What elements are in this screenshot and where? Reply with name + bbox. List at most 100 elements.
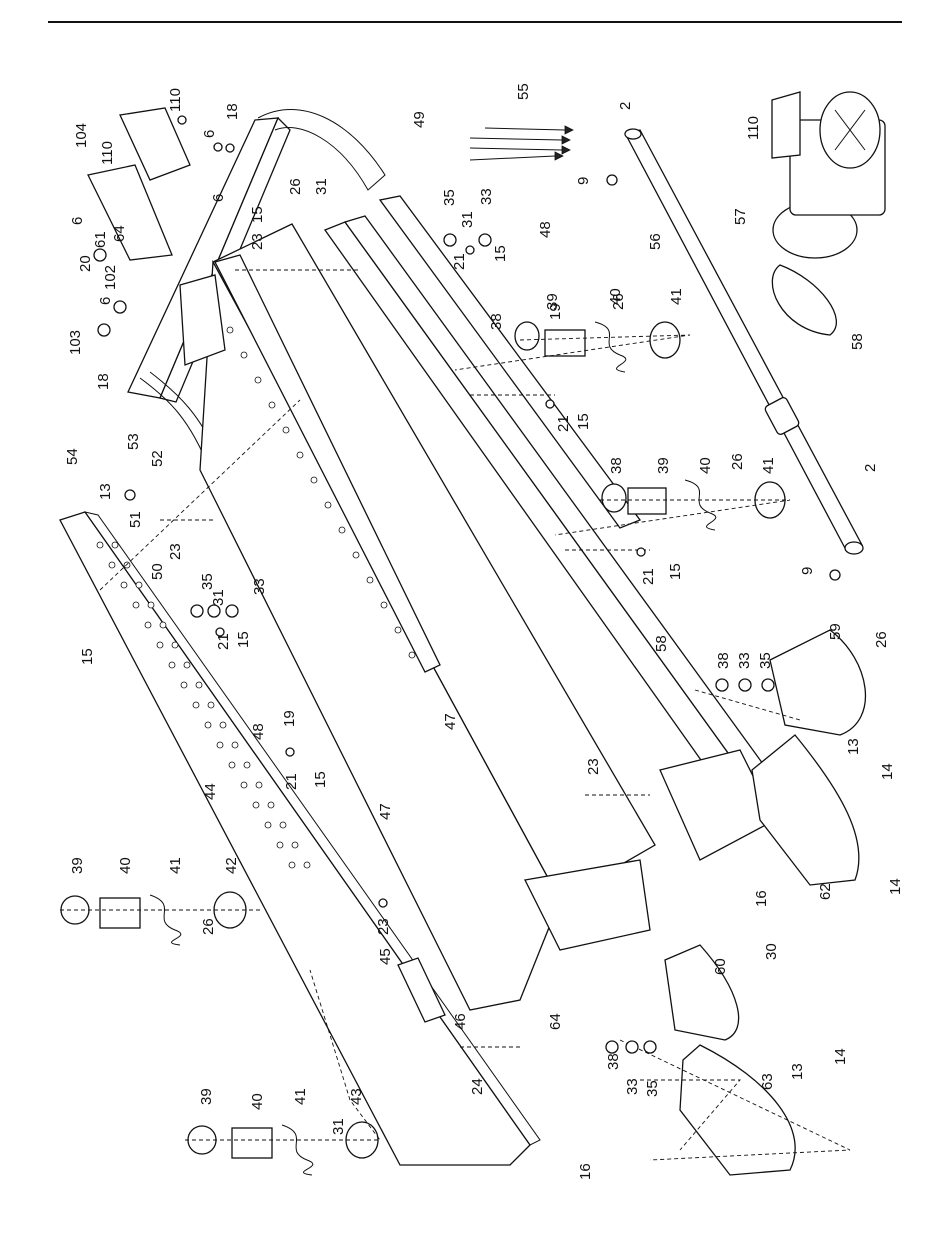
callout-16-a: 16 [753, 890, 770, 907]
spring-stack-top [514, 321, 681, 373]
callout-26-b: 26 [729, 453, 746, 470]
callout-15-a: 15 [249, 206, 266, 223]
callout-23-c: 23 [585, 758, 602, 775]
callout-6-d: 6 [97, 297, 114, 305]
callout-13-a: 13 [97, 483, 114, 500]
callout-21-e: 21 [283, 773, 300, 790]
callout-48-a: 49 [411, 111, 428, 128]
callout-31-a: 31 [459, 211, 476, 228]
roller-assembly [624, 128, 864, 555]
callout-19-b: 19 [281, 710, 298, 727]
callout-110-a: 110 [167, 88, 184, 112]
callout-47-b: 48 [250, 723, 267, 740]
callout-6-a: 6 [201, 130, 218, 138]
callout-31-d: 33 [624, 1078, 641, 1095]
callout-26-a: 26 [610, 293, 627, 310]
callout-64-a: 102 [102, 265, 119, 290]
hardware [93, 115, 841, 1054]
callout-49: 51 [127, 511, 144, 528]
callout-15-g: 15 [312, 771, 329, 788]
callout-38-a: 38 [488, 313, 505, 330]
callout-9-bottom: 9 [799, 567, 816, 575]
callout-14-a: 14 [879, 763, 896, 780]
callout-35-d: 38 [605, 1053, 622, 1070]
callout-2-bottom: 2 [862, 464, 879, 472]
callout-40-d: 41 [292, 1088, 309, 1105]
platform-perforations [96, 326, 416, 869]
callout-53: 55 [515, 83, 532, 100]
callout-40-b: 40 [697, 457, 714, 474]
callout-13-c: 13 [789, 1063, 806, 1080]
callout-38-c: 39 [69, 857, 86, 874]
callout-14-c: 14 [832, 1048, 849, 1065]
callout-21-f: 23 [375, 918, 392, 935]
callout-56: 58 [849, 333, 866, 350]
callout-39-a: 39 [544, 293, 561, 310]
callout-13-b: 13 [845, 738, 862, 755]
end-caps [664, 629, 867, 1176]
callout-41-a: 41 [668, 288, 685, 305]
callout-35-c: 38 [715, 652, 732, 669]
spring-stack-left-1 [60, 891, 247, 946]
callout-9-top: 9 [575, 177, 592, 185]
callout-50: 52 [149, 450, 166, 467]
callout-26-e: 30 [763, 943, 780, 960]
callout-102: 104 [73, 123, 90, 148]
callout-38-b: 38 [608, 457, 625, 474]
callout-64-b: 103 [67, 330, 84, 355]
callout-6-c: 6 [69, 217, 86, 225]
callout-21-d: 21 [215, 633, 232, 650]
callout-39-b: 39 [655, 457, 672, 474]
callout-35-a: 35 [441, 189, 458, 206]
callout-19-a: 19 [547, 303, 564, 320]
callout-labels: 2 2 6 6 6 6 9 9 13 13 13 14 14 14 15 15 … [64, 83, 904, 1180]
callout-62: 64 [547, 1013, 564, 1030]
callout-20: 20 [77, 255, 94, 272]
callout-15-d: 15 [667, 563, 684, 580]
callout-54: 56 [647, 233, 664, 250]
frame-assembly [59, 109, 796, 1166]
callout-47-a: 48 [537, 221, 554, 238]
callout-16-b: 16 [577, 1163, 594, 1180]
callout-52: 54 [64, 448, 81, 465]
callout-15-b: 15 [492, 245, 509, 262]
callout-21-c: 21 [640, 568, 657, 585]
callout-15-e: 15 [79, 648, 96, 665]
callout-21-b: 21 [555, 415, 572, 432]
callout-15-c: 15 [575, 413, 592, 430]
callout-30: 31 [313, 178, 330, 195]
callout-18-a: 18 [224, 103, 241, 120]
callout-35-b: 35 [199, 573, 216, 590]
callout-15-f: 15 [235, 631, 252, 648]
callout-43: 45 [377, 948, 394, 965]
callout-103: 110 [99, 141, 116, 165]
callout-24: 26 [287, 178, 304, 195]
spring-stack-left-2 [187, 1121, 379, 1176]
callout-44: 46 [452, 1013, 469, 1030]
callout-63: 64 [111, 225, 128, 242]
callout-31-c: 33 [736, 652, 753, 669]
callout-42: 44 [202, 783, 219, 800]
callout-26-f: 31 [330, 1118, 347, 1135]
assembly-lines [60, 269, 851, 1161]
callout-23-d: 24 [469, 1078, 486, 1095]
callout-104: 110 [745, 116, 762, 140]
callout-60: 62 [817, 883, 834, 900]
callout-48-b: 50 [149, 563, 166, 580]
callout-21-a: 21 [451, 253, 468, 270]
control-brackets [87, 107, 226, 366]
callout-33-a: 33 [478, 188, 495, 205]
callout-41-d: 43 [348, 1088, 365, 1105]
callout-23-a: 23 [249, 233, 266, 250]
callout-59: 61 [92, 231, 109, 248]
wire-ties [469, 125, 574, 161]
callout-40-c: 41 [167, 857, 184, 874]
callout-14-b: 14 [887, 878, 904, 895]
callout-61: 63 [759, 1073, 776, 1090]
callout-31-b: 31 [210, 589, 227, 606]
callout-26-d: 26 [200, 918, 217, 935]
callout-23-b: 23 [167, 543, 184, 560]
callout-33-c: 35 [757, 652, 774, 669]
callout-58-b: 60 [712, 958, 729, 975]
